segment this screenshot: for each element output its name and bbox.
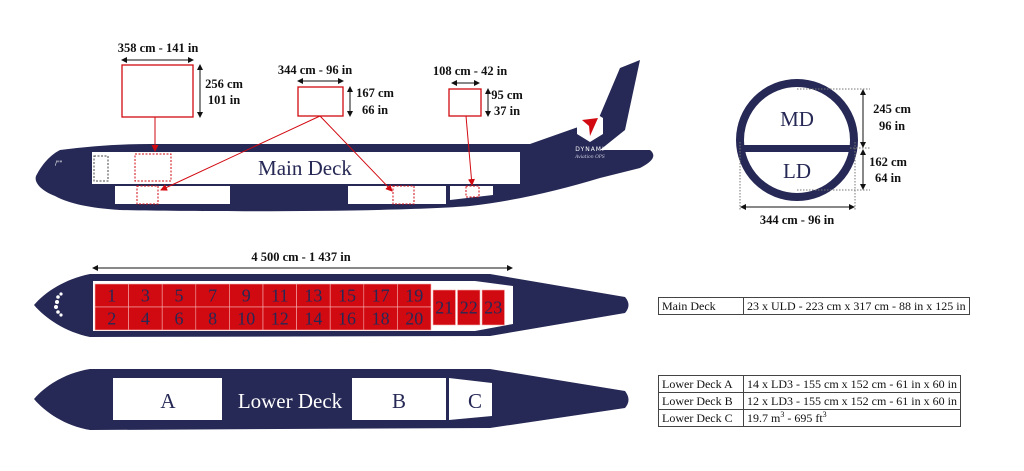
svg-text:A: A <box>160 389 176 413</box>
lower-deck-label: Lower Deck <box>238 389 343 413</box>
md-label: MD <box>780 107 814 131</box>
container-358x256: 358 cm - 141 in 256 cm 101 in <box>118 41 244 152</box>
uld-position-number: 18 <box>372 309 390 329</box>
ld-label: LD <box>783 159 811 183</box>
bulk-position <box>465 185 480 198</box>
uld-position-number: 23 <box>484 298 502 318</box>
container-344x167: 344 cm - 96 in 167 cm 66 in <box>160 63 395 192</box>
side-lower-hold-a <box>115 186 230 204</box>
svg-text:162 cm: 162 cm <box>869 155 907 169</box>
svg-text:358 cm - 141 in: 358 cm - 141 in <box>118 41 199 55</box>
uld-position-number: 4 <box>141 309 150 329</box>
hold-a <box>113 378 222 420</box>
table-row: Lower Deck A 14 x LD3 - 155 cm x 152 cm … <box>658 375 961 393</box>
uld-position-number: 12 <box>271 309 289 329</box>
table-row: Main Deck 23 x ULD - 223 cm x 317 cm - 8… <box>658 297 970 315</box>
uld-position-number: 21 <box>435 298 453 318</box>
svg-text:4 500 cm - 1 437 in: 4 500 cm - 1 437 in <box>251 250 350 264</box>
uld-position <box>432 289 456 326</box>
lower-fwd-position <box>136 185 159 205</box>
table-row: Lower Deck C 19.7 m3 - 695 ft3 <box>658 409 961 427</box>
hold-b <box>352 378 446 420</box>
uld-position-number: 14 <box>304 309 322 329</box>
uld-position <box>457 289 481 326</box>
uld-position-number: 8 <box>208 309 217 329</box>
main-deck-label: Main Deck <box>258 156 352 180</box>
main-deck-pallet-position <box>134 153 172 182</box>
hold-c <box>449 378 492 420</box>
svg-text:B: B <box>392 389 406 413</box>
svg-text:DYNAMI: DYNAMI <box>575 146 605 153</box>
uld-position-number: 9 <box>242 286 251 306</box>
main-deck-window <box>92 152 520 184</box>
uld-position-number: 19 <box>405 286 423 306</box>
uld-position-number: 22 <box>460 298 478 318</box>
svg-text:96 in: 96 in <box>879 119 905 133</box>
uld-position <box>397 306 432 331</box>
cockpit-door <box>93 155 109 182</box>
svg-text:66 in: 66 in <box>362 103 388 117</box>
cockpit-windows-icon: /"" <box>55 160 63 167</box>
uld-position-number: 6 <box>175 309 184 329</box>
svg-text:C: C <box>468 389 482 413</box>
svg-text:Aviation OPS: Aviation OPS <box>574 154 605 160</box>
lower-deck-top-view: A B C Lower Deck <box>34 369 629 430</box>
uld-position-number: 20 <box>405 309 423 329</box>
table-row: Lower Deck B 12 x LD3 - 155 cm x 152 cm … <box>658 392 961 410</box>
uld-position-number: 2 <box>107 309 116 329</box>
side-lower-hold-b <box>348 186 446 204</box>
cockpit-seats-icon <box>54 292 63 317</box>
svg-text:167 cm: 167 cm <box>356 86 394 100</box>
lower-aft-position <box>392 185 415 205</box>
uld-position-number: 1 <box>107 286 116 306</box>
svg-text:256 cm: 256 cm <box>205 77 243 91</box>
uld-position-number: 13 <box>304 286 322 306</box>
uld-position <box>481 289 505 326</box>
uld-position-number: 11 <box>271 286 288 306</box>
svg-text:245 cm: 245 cm <box>873 102 911 116</box>
uld-position-number: 5 <box>175 286 184 306</box>
container-108x95: 108 cm - 42 in 95 cm 37 in <box>433 64 523 186</box>
uld-position-number: 3 <box>141 286 150 306</box>
uld-position-number: 7 <box>208 286 217 306</box>
uld-position-number: 17 <box>372 286 390 306</box>
svg-text:108 cm - 42 in: 108 cm - 42 in <box>433 64 507 78</box>
main-deck-spec-table: Main Deck 23 x ULD - 223 cm x 317 cm - 8… <box>658 297 970 315</box>
side-lower-hold-c <box>450 186 493 200</box>
uld-position-number: 16 <box>338 309 356 329</box>
svg-text:344 cm - 96 in: 344 cm - 96 in <box>760 213 834 227</box>
svg-text:344 cm - 96 in: 344 cm - 96 in <box>278 63 352 77</box>
svg-text:101 in: 101 in <box>208 93 240 107</box>
dynami-logo: DYNAMI Aviation OPS <box>574 110 605 160</box>
uld-position-number: 15 <box>338 286 356 306</box>
lower-deck-spec-table: Lower Deck A 14 x LD3 - 155 cm x 152 cm … <box>658 375 961 427</box>
svg-text:95 cm: 95 cm <box>491 88 523 102</box>
fuselage-cross-section: MD LD 245 cm 96 in 162 cm 64 in 344 cm -… <box>736 79 912 227</box>
uld-position-number: 10 <box>237 309 255 329</box>
side-view-aircraft: /"" Main Deck DYNAMI Aviation OPS <box>35 60 654 212</box>
svg-text:64 in: 64 in <box>875 171 901 185</box>
svg-text:37 in: 37 in <box>494 104 520 118</box>
